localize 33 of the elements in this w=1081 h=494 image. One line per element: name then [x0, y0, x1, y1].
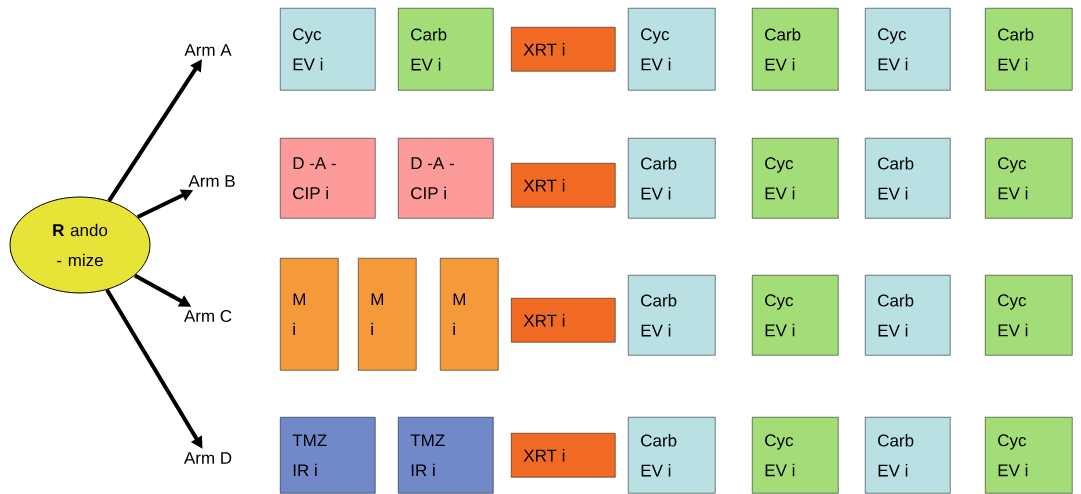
- treatment-box: D -A - CIP i: [398, 138, 494, 219]
- treatment-box: M i: [440, 258, 499, 371]
- treatment-box: Cyc EV i: [865, 8, 951, 91]
- treatment-box: Cyc EV i: [985, 417, 1073, 494]
- treatment-box: M i: [358, 258, 417, 371]
- treatment-box: TMZ IR i: [398, 417, 494, 494]
- arm-label: Arm D: [183, 452, 232, 464]
- treatment-box: Carb EV i: [865, 138, 951, 219]
- treatment-box: XRT i: [511, 27, 616, 72]
- treatment-box: Cyc EV i: [628, 8, 716, 91]
- treatment-box: Carb EV i: [628, 417, 716, 494]
- arm-label: Arm A: [184, 44, 232, 56]
- treatment-box: Cyc EV i: [985, 138, 1073, 219]
- treatment-box: Carb EV i: [865, 275, 951, 356]
- treatment-box: Cyc EV i: [280, 8, 376, 91]
- treatment-box: XRT i: [511, 163, 616, 208]
- treatment-box: Cyc EV i: [985, 275, 1073, 356]
- treatment-box: Cyc EV i: [752, 417, 839, 494]
- arm-label: Arm B: [188, 175, 235, 187]
- treatment-box: D -A - CIP i: [280, 138, 376, 219]
- treatment-box: Cyc EV i: [752, 275, 839, 356]
- treatment-box: Carb EV i: [752, 8, 839, 91]
- treatment-box: Carb EV i: [865, 417, 951, 494]
- treatment-box: Carb EV i: [628, 275, 716, 356]
- treatment-box: Carb EV i: [398, 8, 494, 91]
- treatment-box: M i: [280, 258, 339, 371]
- treatment-box: XRT i: [511, 298, 616, 343]
- arm-label: Arm C: [183, 309, 232, 322]
- treatment-box: Carb EV i: [985, 8, 1073, 91]
- treatment-box: TMZ IR i: [280, 417, 376, 494]
- treatment-box: Cyc EV i: [752, 138, 839, 219]
- treatment-box: Carb EV i: [628, 138, 716, 219]
- treatment-box: XRT i: [511, 433, 616, 478]
